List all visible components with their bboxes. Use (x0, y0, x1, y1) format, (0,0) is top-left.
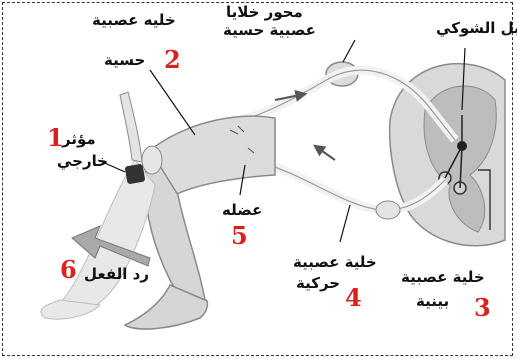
label-interneuron-line2: بينية (416, 293, 449, 310)
label-spinal-cord: الحبل الشوكي (436, 20, 517, 37)
number-3: 3 (474, 296, 491, 320)
number-5: 5 (231, 224, 248, 248)
label-motor-neuron-line1: خلية عصبية (293, 254, 377, 271)
reflex-hammer (120, 92, 145, 184)
label-sensory-neuron-line2: حسية (104, 52, 145, 69)
number-6: 6 (60, 258, 77, 282)
label-muscle: عضله (222, 202, 262, 219)
label-sensory-axon-line1: محور خلايا (226, 4, 303, 21)
label-sensory-axon-line2: عصبية حسية (223, 22, 316, 39)
label-motor-neuron-line2: حركية (296, 275, 340, 292)
label-sensory-neuron-line1: خليه عصبية (92, 12, 176, 29)
label-interneuron-line1: خلية عصبية (401, 269, 485, 286)
label-stimulus-line1: مؤثر (62, 131, 96, 148)
label-stimulus-line2: خارجي (57, 153, 108, 170)
number-2: 2 (164, 48, 181, 72)
label-response: رد الفعل (84, 266, 149, 283)
number-4: 4 (345, 286, 362, 310)
